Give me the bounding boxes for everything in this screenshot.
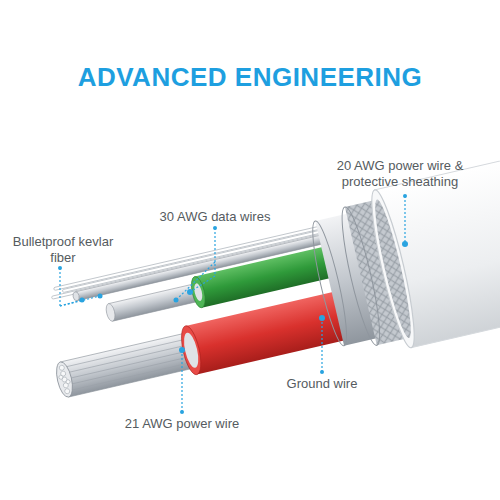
cable-body [32, 154, 500, 427]
ground-wire-label: Ground wire [277, 376, 367, 392]
data-conductor-core [193, 283, 204, 302]
title: ADVANCED ENGINEERING [0, 62, 500, 93]
kevlar-label: Bulletproof kevlar fiber [8, 234, 118, 266]
conductor-end [54, 360, 76, 398]
sheathing-label: 20 AWG power wire & protective sheathing [330, 158, 470, 190]
data-wire-label: 30 AWG data wires [140, 209, 290, 225]
power-wire-label: 21 AWG power wire [112, 416, 252, 432]
red-insulation-end [178, 324, 205, 376]
leader-dots [58, 194, 408, 414]
foil-shield-end [307, 219, 353, 348]
red-insulation [186, 290, 353, 375]
strand-ends [56, 364, 72, 395]
outer-sheath-end [364, 187, 422, 350]
leader-lines [60, 196, 405, 412]
data-wire-end [72, 291, 80, 301]
sheath-opening [369, 198, 417, 340]
data-conductor-end [105, 303, 117, 322]
